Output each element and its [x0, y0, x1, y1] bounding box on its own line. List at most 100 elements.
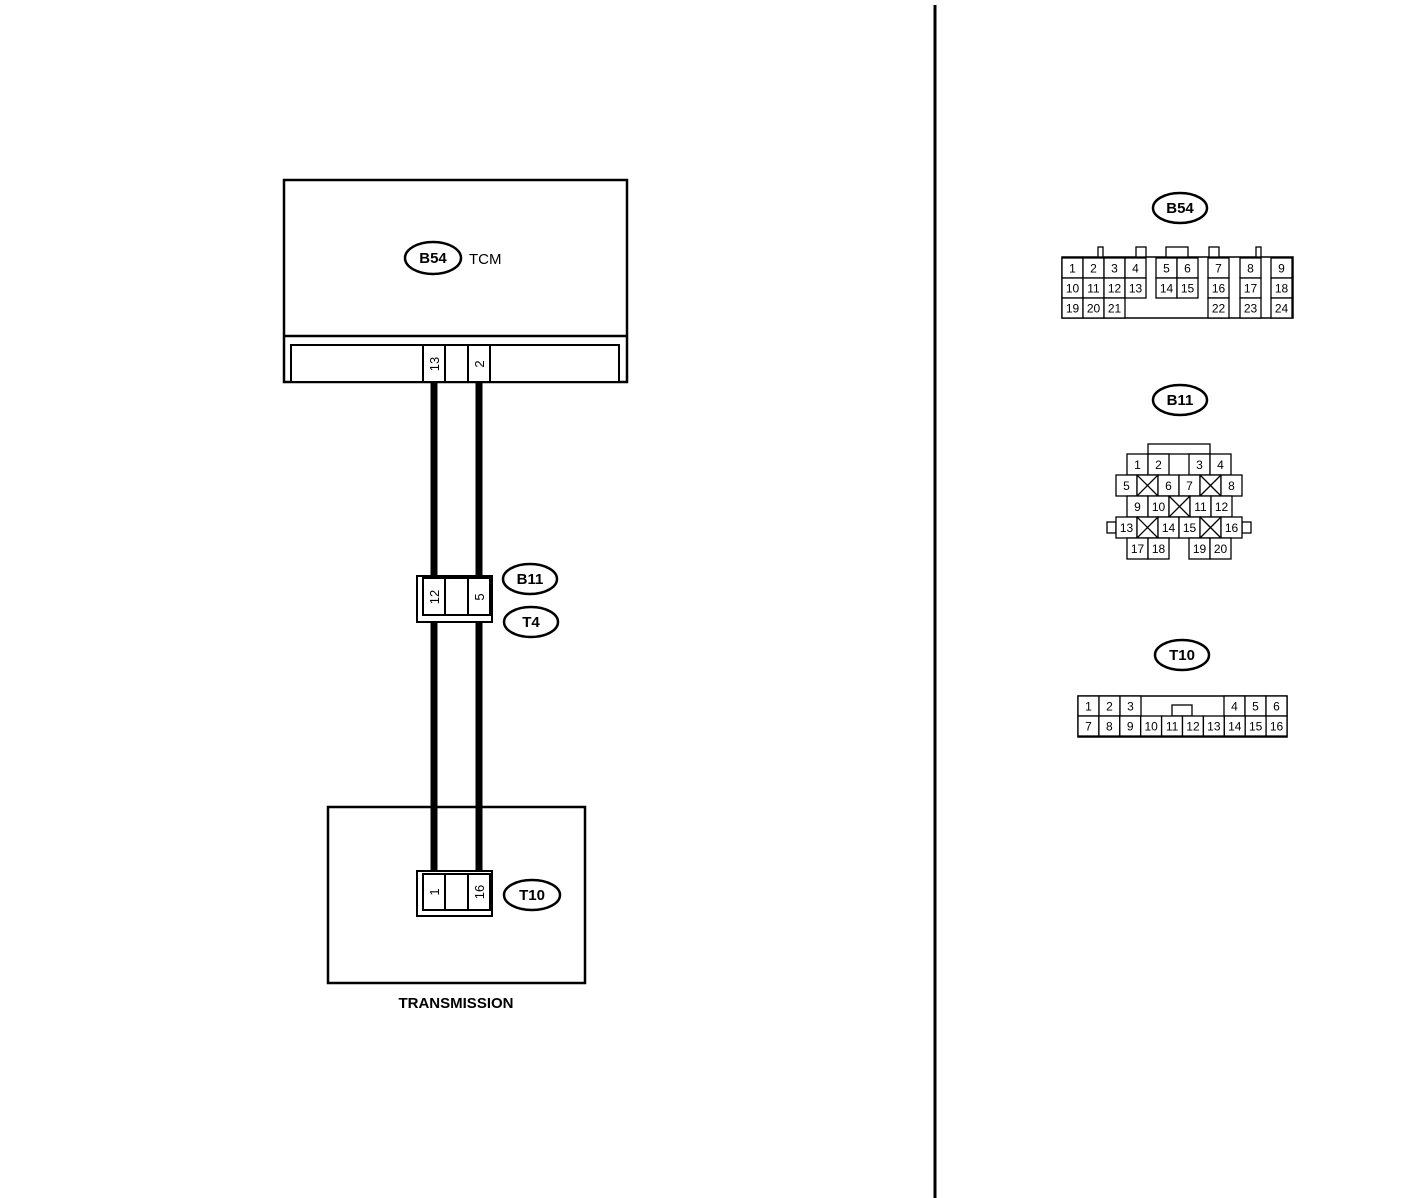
b11-face-badge	[1151, 383, 1209, 417]
b54-pin-2: 2	[1090, 262, 1097, 276]
tcm-connector-badge	[403, 240, 463, 276]
b54-pin-18: 18	[1275, 282, 1289, 296]
tcm-unit: B54 TCM 13 2	[282, 178, 629, 384]
b54-pin-23: 23	[1244, 302, 1258, 316]
b11-pin-8: 8	[1228, 479, 1235, 493]
transmission-unit: 1 16 T10 TRANSMISSION	[326, 805, 587, 1012]
b54-pin-15: 15	[1181, 282, 1195, 296]
transmission-pin-16-cell	[467, 873, 491, 911]
b11-face-title: B11	[1167, 392, 1194, 409]
joint-pin-12: 12	[427, 590, 442, 604]
t10-pin-12: 12	[1186, 720, 1200, 734]
t10-pin-3: 3	[1127, 700, 1134, 714]
b11-pin-12: 12	[1215, 500, 1229, 514]
t10-pin-13: 13	[1207, 720, 1221, 734]
b54-pin-4: 4	[1132, 262, 1139, 276]
transmission-connector-label: T10	[519, 887, 545, 904]
b11-blank-5-cross-1	[1199, 516, 1222, 539]
b11-pin-18: 18	[1152, 542, 1166, 556]
joint-label-a: B11	[517, 571, 544, 588]
b11-pin-4: 4	[1217, 458, 1224, 472]
tcm-connector-label: B54	[419, 250, 447, 267]
b11-pin-17: 17	[1131, 542, 1145, 556]
b11-top-key	[1147, 443, 1211, 455]
b54-pin-21: 21	[1108, 302, 1122, 316]
b54-pin-10: 10	[1066, 282, 1080, 296]
b54-pin-5: 5	[1163, 262, 1170, 276]
b54-pin-13-cell	[1124, 277, 1147, 299]
wire-harness	[430, 382, 483, 874]
joint-label-b: T4	[522, 614, 540, 631]
t10-pin-1: 1	[1085, 700, 1092, 714]
t10-face-title: T10	[1169, 647, 1195, 664]
b54-pin-19: 19	[1066, 302, 1080, 316]
b11-blank-1-cross-1	[1136, 474, 1159, 497]
t10-pin-16: 16	[1270, 720, 1284, 734]
t10-top-key	[1171, 704, 1193, 717]
b11-pin-3: 3	[1196, 458, 1203, 472]
b11-pin-10: 10	[1152, 500, 1166, 514]
b11-blank-4-cross-1	[1136, 516, 1159, 539]
b54-key-4	[1208, 246, 1220, 258]
t10-pin-9: 9	[1127, 720, 1134, 734]
b54-pin-3: 3	[1111, 262, 1118, 276]
transmission-pin-spacer	[444, 873, 469, 911]
b54-pin-14: 14	[1160, 282, 1174, 296]
joint-connector: 12 5 B11 T4	[416, 562, 560, 639]
b54-pin-23-cell	[1239, 297, 1262, 319]
t10-pin-2: 2	[1106, 700, 1113, 714]
t10-pin-11: 11	[1166, 720, 1179, 734]
transmission-connector-badge	[502, 878, 562, 912]
b54-key-5	[1255, 246, 1262, 258]
b11-pin-14: 14	[1162, 521, 1176, 535]
tcm-pin-13: 13	[427, 357, 442, 371]
t10-face-badge	[1153, 638, 1211, 672]
b54-key-2	[1135, 246, 1147, 258]
b54-pin-7: 7	[1215, 262, 1222, 276]
b11-blank-3-cross-1	[1168, 495, 1191, 518]
b54-pin-8: 8	[1247, 262, 1254, 276]
t10-pin-15: 15	[1249, 720, 1263, 734]
b11-pin-13: 13	[1120, 521, 1134, 535]
transmission-pin-16: 16	[472, 885, 487, 899]
b54-pin-6: 6	[1184, 262, 1191, 276]
b11-side-key-right	[1241, 521, 1252, 534]
t10-pin-4: 4	[1231, 700, 1238, 714]
b11-pin-16: 16	[1225, 521, 1239, 535]
b11-pin-15: 15	[1183, 521, 1197, 535]
t10-pin-14: 14	[1228, 720, 1242, 734]
b11-pin-2: 2	[1155, 458, 1162, 472]
b11-pin-18-cell	[1147, 537, 1170, 560]
b54-pin-24-cell	[1270, 297, 1293, 319]
b54-pin-22: 22	[1212, 302, 1226, 316]
tcm-name: TCM	[469, 251, 502, 268]
b11-pin-7: 7	[1186, 479, 1193, 493]
joint-pin-spacer	[444, 577, 469, 616]
b11-pin-20-cell	[1209, 537, 1232, 560]
joint-badge-a	[501, 562, 559, 596]
b54-key-3	[1165, 246, 1189, 258]
tcm-pin-2: 2	[472, 360, 487, 367]
b54-pin-17: 17	[1244, 282, 1258, 296]
b54-pin-16: 16	[1212, 282, 1226, 296]
b54-pin-9: 9	[1278, 262, 1285, 276]
b11-pin-5: 5	[1123, 479, 1130, 493]
transmission-pin-1: 1	[427, 888, 442, 895]
b54-pin-20: 20	[1087, 302, 1101, 316]
t10-pin-8: 8	[1106, 720, 1113, 734]
b11-pin-19: 19	[1193, 542, 1207, 556]
b11-pin-20: 20	[1214, 542, 1228, 556]
b54-pin-22-cell	[1207, 297, 1230, 319]
transmission-label: TRANSMISSION	[398, 995, 513, 1012]
t10-pin-7: 7	[1085, 720, 1092, 734]
b54-face-badge	[1151, 191, 1209, 225]
b54-pin-21-cell	[1103, 297, 1126, 319]
joint-pin-5: 5	[472, 593, 487, 600]
b54-pin-11: 11	[1087, 282, 1100, 296]
